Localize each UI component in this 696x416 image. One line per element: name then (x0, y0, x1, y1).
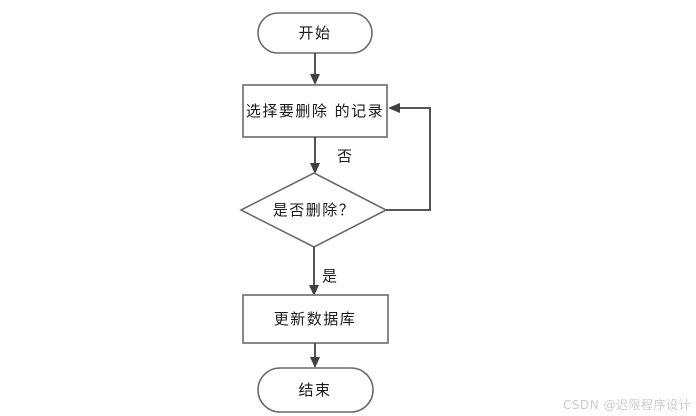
node-end: 结束 (257, 367, 374, 413)
select-record-label: 选择要删除 的记录 (246, 102, 384, 120)
select-process-shape (242, 84, 388, 138)
edge-loopback-no (386, 103, 431, 211)
edge-label-no: 否 (337, 147, 352, 165)
decision-label: 是否删除？ (273, 201, 356, 219)
arrowhead-left-icon (388, 103, 400, 113)
edge-label-yes: 是 (322, 267, 337, 285)
edge-loopback-line (386, 107, 431, 211)
arrowhead-down-icon (309, 285, 319, 296)
start-label: 开始 (298, 24, 331, 42)
update-database-label: 更新数据库 (274, 310, 357, 328)
edge-update-to-end (310, 343, 320, 368)
arrowhead-down-icon (310, 163, 320, 174)
csdn-watermark: CSDN @迟限程序设计 (563, 397, 691, 412)
end-label: 结束 (298, 381, 331, 399)
edge-select-to-decision: 否 (310, 137, 352, 174)
edge-decision-to-update: 是 (309, 247, 337, 296)
end-terminator-shape (257, 367, 374, 413)
arrowhead-down-icon (310, 74, 320, 85)
node-decision: 是否删除？ (239, 172, 388, 248)
node-select-record: 选择要删除 的记录 (242, 84, 388, 138)
node-update-database: 更新数据库 (242, 294, 389, 344)
arrowhead-down-icon (310, 357, 320, 368)
edge-start-to-select (310, 53, 320, 85)
node-start: 开始 (257, 12, 373, 54)
